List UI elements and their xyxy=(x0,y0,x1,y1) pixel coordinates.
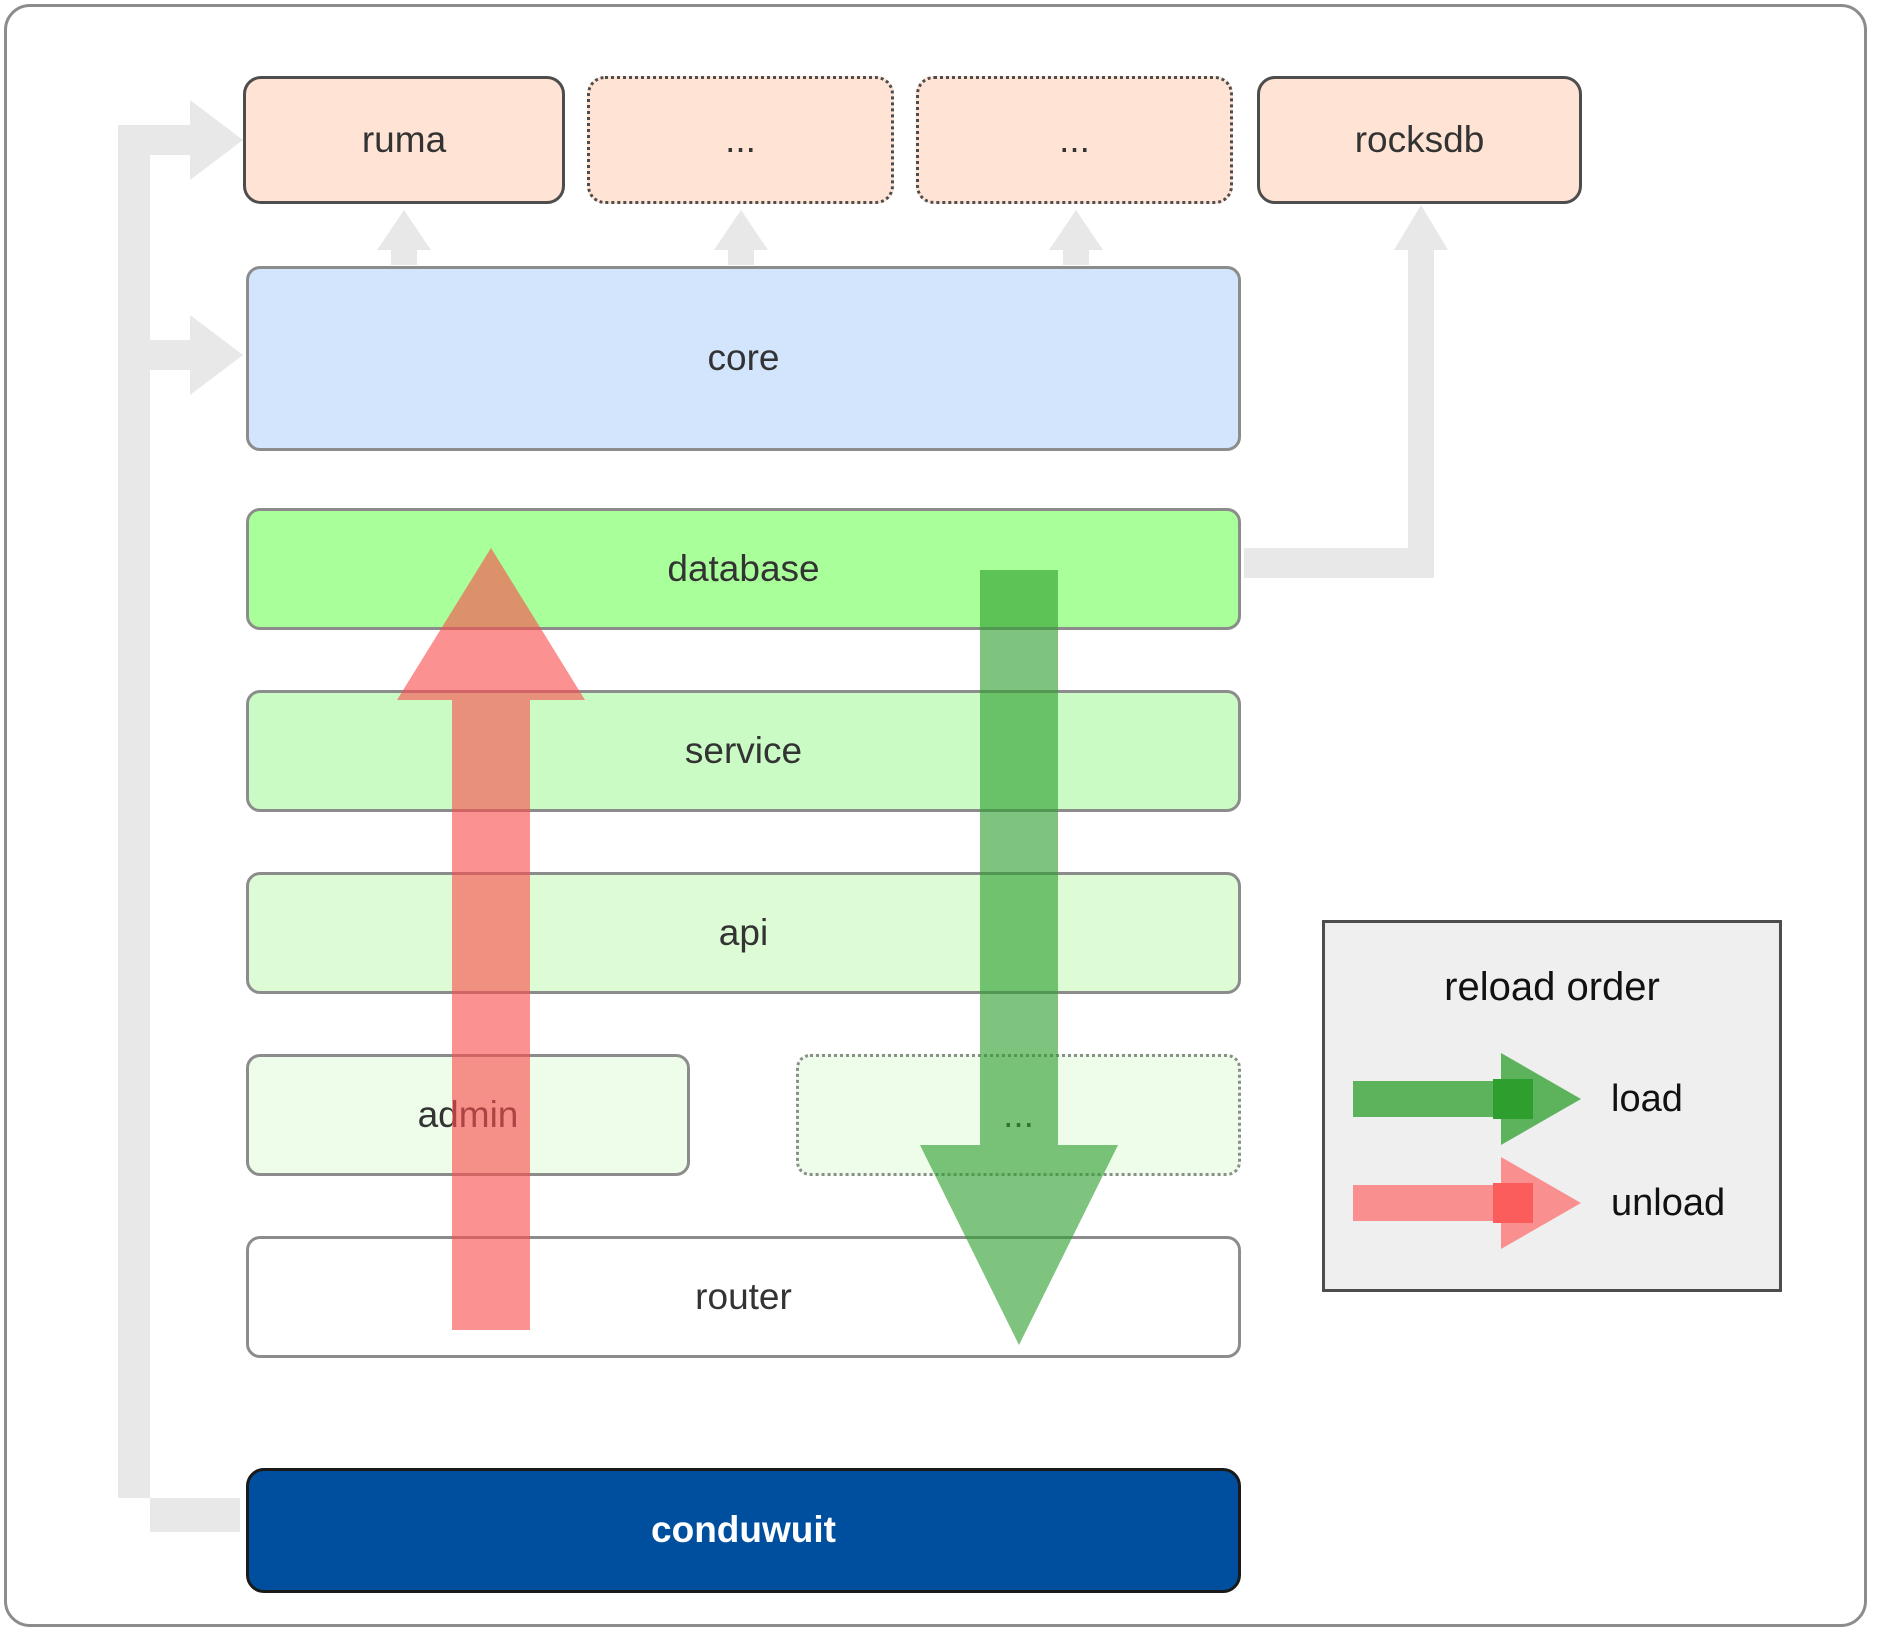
load-arrow-icon xyxy=(1353,1053,1581,1145)
diagram-outer-frame xyxy=(4,4,1867,1627)
layer-box-database[interactable]: database xyxy=(246,508,1241,630)
layer-label: api xyxy=(718,911,769,953)
legend-title: reload order xyxy=(1444,965,1660,1009)
layer-box-service[interactable]: service xyxy=(246,690,1241,812)
root-label: conduwuit xyxy=(651,1509,836,1551)
dependency-label: ruma xyxy=(361,118,447,160)
unload-arrow-icon xyxy=(1353,1157,1581,1249)
legend-panel: reload order load unload xyxy=(1322,920,1782,1292)
dependency-box-ellipsis-2[interactable]: ... xyxy=(916,76,1233,204)
core-label: core xyxy=(707,337,780,379)
legend-entry-load: load xyxy=(1353,1051,1757,1147)
dependency-label: rocksdb xyxy=(1354,118,1485,160)
dependency-box-ruma[interactable]: ruma xyxy=(243,76,565,204)
legend-label-load: load xyxy=(1611,1077,1683,1120)
layer-box-router[interactable]: router xyxy=(246,1236,1241,1358)
dependency-box-ellipsis-1[interactable]: ... xyxy=(587,76,894,204)
dependency-label: ... xyxy=(725,118,756,160)
layer-box-admin[interactable]: admin xyxy=(246,1054,690,1176)
core-box[interactable]: core xyxy=(246,266,1241,451)
legend-label-unload: unload xyxy=(1611,1181,1726,1224)
layer-label: router xyxy=(695,1275,792,1317)
layer-box-api[interactable]: api xyxy=(246,872,1241,994)
legend-entry-unload: unload xyxy=(1353,1155,1757,1251)
dependency-box-rocksdb[interactable]: rocksdb xyxy=(1257,76,1582,204)
layer-box-admin-ellipsis[interactable]: ... xyxy=(796,1054,1241,1176)
layer-label: database xyxy=(667,547,820,589)
layer-label: admin xyxy=(417,1093,519,1135)
root-box-conduwuit[interactable]: conduwuit xyxy=(246,1468,1241,1593)
layer-label: ... xyxy=(1003,1093,1034,1135)
dependency-label: ... xyxy=(1059,118,1090,160)
layer-label: service xyxy=(684,729,803,771)
